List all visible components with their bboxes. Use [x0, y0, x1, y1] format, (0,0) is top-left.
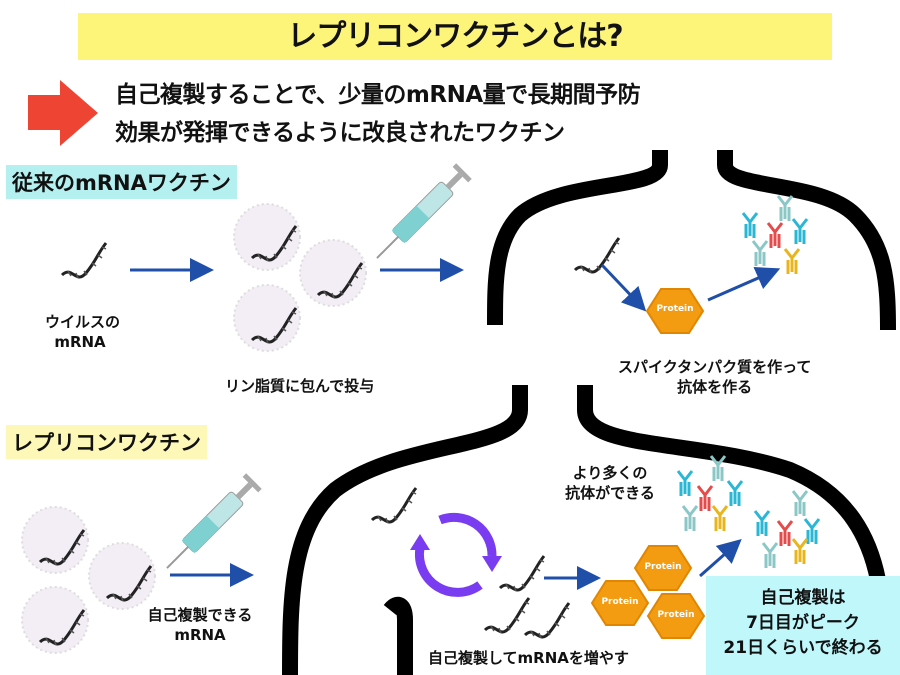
antibody-icons [741, 194, 809, 276]
mrna-icon [523, 601, 571, 640]
syringe-icon [166, 473, 262, 569]
red-arrow-icon [28, 80, 98, 146]
lead-line-2: 効果が発揮できるように改良されたワクチン [115, 120, 565, 146]
mrna-icon [370, 486, 418, 525]
body-outline-top [487, 150, 896, 331]
more-antibodies-label: より多くの抗体ができる [565, 464, 655, 502]
spike-label: スパイクタンパク質を作って抗体を作る [618, 358, 812, 396]
mrna-icon [573, 236, 621, 275]
lipid-nanoparticle-icons [233, 203, 367, 352]
lipid-label: リン脂質に包んで投与 [225, 377, 375, 395]
protein-label: Protein [644, 562, 682, 572]
cycle-arrows-icon [410, 512, 502, 597]
increase-mrna-label: 自己複製してmRNAを増やす [428, 649, 629, 667]
syringe-icon [376, 163, 472, 259]
virus-mrna-icon [60, 241, 108, 280]
body-outline-bottom [282, 385, 886, 675]
section-heading-conventional: 従来のmRNAワクチン [6, 165, 237, 199]
section-heading-replicon: レプリコンワクチン [6, 425, 207, 459]
mrna-icon [483, 596, 531, 635]
protein-label: Protein [657, 610, 695, 620]
lead-line-1: 自己複製することで、少量のmRNA量で長期間予防 [115, 82, 641, 108]
mrna-icon [498, 554, 546, 593]
protein-label: Protein [656, 304, 694, 314]
arrow [699, 539, 742, 578]
arrow [707, 267, 781, 302]
lipid-nanoparticle-icons [21, 506, 156, 654]
page-title: レプリコンワクチンとは? [78, 13, 832, 60]
arrow [600, 263, 647, 312]
protein-label: Protein [601, 597, 639, 607]
